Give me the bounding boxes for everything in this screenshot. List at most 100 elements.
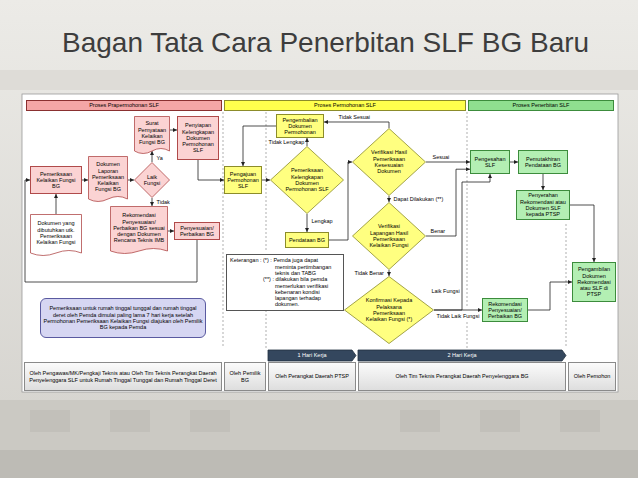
connector-arrow <box>198 160 224 180</box>
connector-arrow <box>543 174 544 190</box>
diamond-shape <box>353 203 426 270</box>
node-text: Penyesuaian/ Perbaikan BG <box>177 225 218 238</box>
text-block: Konfirmasi Kepada Pelaksana Pemeriksaan … <box>362 297 416 322</box>
page-title: Bagan Tata Cara Penerbitan SLF BG Baru <box>62 26 589 60</box>
node-text: Pemeriksaan Kelaikan Fungsi BG <box>33 171 80 190</box>
document-box: Rekomendasi Penyesuaian/ Perbaikan BG se… <box>110 206 168 256</box>
text-block: Oleh Pemohon <box>569 372 615 380</box>
text-block: Proses Permohonan SLF <box>225 101 465 109</box>
text-block: Verifikasi Hasil Pemeriksaan Kesesuaian … <box>367 149 411 174</box>
node-text: Penyiapan Kelengkapan Dokumen Permohonan… <box>180 122 217 154</box>
note-box: Keterangan :(*) : Pemda juga dapat memin… <box>226 254 344 311</box>
connector-arrow <box>262 180 270 181</box>
text-block: Rekomendasi Penyesuaian/ Perbaikan BG <box>483 300 527 321</box>
connector-arrow <box>307 138 308 146</box>
text-block: Pengesahan SLF <box>471 155 509 170</box>
node-text: Oleh Pengawas/MK/Pengkaji Teknis atau Ol… <box>27 370 220 383</box>
document-box: Surat Pernyataan Kelaikan Fungsi BG <box>134 116 170 156</box>
node-text: Verifikasi Lapangan Hasil Pemeriksaan Ke… <box>367 223 411 248</box>
node-text: Pengesahan SLF <box>473 156 508 169</box>
decision-diamond: Verifikasi Lapangan Hasil Pemeriksaan Ke… <box>352 202 426 270</box>
node-text: Oleh Pemohon <box>571 373 614 379</box>
node-text: Proses Permohonan SLF <box>227 102 464 108</box>
diamond-shape <box>345 277 434 344</box>
node-text: Proses Penerbitan SLF <box>471 102 612 108</box>
text-block: Pengambilan Dokumen Rekomendasi atau SLF… <box>573 265 615 299</box>
building-window <box>480 410 520 432</box>
node-text: Pengambilan Dokumen Rekomendasi atau SLF… <box>575 266 614 298</box>
process-box: Penyesuaian/ Perbaikan BG <box>174 222 220 240</box>
text-block: Keterangan :(*) : Pemda juga dapat memin… <box>227 255 343 310</box>
building-band <box>0 70 638 90</box>
decision-diamond: Laik Fungsi <box>134 162 170 198</box>
role-box: Oleh Pemilik BG <box>224 362 266 391</box>
role-box: Oleh Perangkat Daerah PTSP <box>268 362 356 391</box>
node-text: 1 Hari Kerja <box>270 352 355 358</box>
text-block: Oleh Pengawas/MK/Pengkaji Teknis atau Ol… <box>25 369 221 384</box>
duration-arrow: 1 Hari Kerja <box>268 350 356 361</box>
process-box: Pemeriksaan Kelaikan Fungsi BG <box>30 166 82 194</box>
decision-diamond: Konfirmasi Kepada Pelaksana Pemeriksaan … <box>344 276 434 344</box>
node-text: Oleh Pemilik BG <box>227 370 264 383</box>
text-block: 2 Hari Kerja <box>358 351 566 359</box>
node-text: (**) : dilakukan bila pemda memerlukan v… <box>263 276 340 308</box>
node-text: Oleh Tim Teknis Perangkat Daerah Penyele… <box>361 373 564 379</box>
text-block: Dokumen Laporan Pemeriksaan Kelaikan Fun… <box>88 160 128 194</box>
node-text: Rekomendasi Penyesuaian/ Perbaikan BG <box>485 301 526 320</box>
process-box: Pengesahan SLF <box>470 150 510 174</box>
text-block: Laik Fungsi <box>141 174 163 187</box>
node-text: Konfirmasi Kepada Pelaksana Pemeriksaan … <box>362 297 416 322</box>
node-text: Keterangan : <box>230 257 263 308</box>
node-text: Dokumen yang dibutuhkan utk. Pemeriksaan… <box>32 220 81 245</box>
connector-arrow <box>324 122 389 128</box>
column-divider <box>467 322 468 348</box>
document-box: Dokumen yang dibutuhkan utk. Pemeriksaan… <box>30 214 82 258</box>
text-block: Dokumen yang dibutuhkan utk. Pemeriksaan… <box>30 219 82 246</box>
text-block: Penyiapan Kelengkapan Dokumen Permohonan… <box>178 121 218 155</box>
text-block: Oleh Tim Teknis Perangkat Daerah Penyele… <box>359 372 565 380</box>
node-text: Pendataan BG <box>288 237 327 243</box>
text-block: Pendataan BG <box>286 236 328 244</box>
node-text: Rekomendasi Penyesuaian/ Perbaikan BG se… <box>112 212 167 244</box>
text-block: Proses Prapermohonan SLF <box>27 101 221 109</box>
connector-arrow <box>307 214 308 232</box>
text-block: Pemeriksaan Kelengkapan Dokumen Permohon… <box>285 167 329 192</box>
document-shape <box>89 157 128 202</box>
text-block: Penyesuaian/ Perbaikan BG <box>175 224 219 239</box>
edge-label: Tidak Benar <box>354 270 384 276</box>
building-base <box>0 400 638 478</box>
edge-label: Laik Fungsi <box>431 288 460 294</box>
column-divider <box>266 310 267 348</box>
text-block: 1 Hari Kerja <box>268 351 356 359</box>
connector-arrow <box>426 162 470 163</box>
connector-arrow <box>82 180 88 181</box>
connector-arrow <box>389 196 390 202</box>
node-text: Oleh Perangkat Daerah PTSP <box>271 373 354 379</box>
text-block: Pengembalian Dokumen Permohonan <box>277 116 323 137</box>
connector-arrow <box>128 180 134 181</box>
text-block: Penyerahan Rekomendasi atau Dokumen SLF … <box>517 191 569 218</box>
chart-panel <box>22 94 618 392</box>
building-window <box>190 410 230 432</box>
node-text: Verifikasi Hasil Pemeriksaan Kesesuaian … <box>367 149 411 174</box>
decision-diamond: Pemeriksaan Kelengkapan Dokumen Permohon… <box>270 146 344 214</box>
text-block: Proses Penerbitan SLF <box>469 101 613 109</box>
process-box: Pemutakhiran Pendataan BG <box>518 150 568 174</box>
process-box: Pengembalian Dokumen Permohonan <box>276 114 324 138</box>
node-text: Dokumen Laporan Pemeriksaan Kelaikan Fun… <box>90 161 127 193</box>
process-box: Pengambilan Dokumen Rekomendasi atau SLF… <box>572 262 616 302</box>
note-column: (*) : Pemda juga dapat meminta pertimban… <box>263 257 340 308</box>
connector-arrow <box>151 198 152 206</box>
edge-label: Tidak Sesuai <box>338 114 371 120</box>
edge-label: Lengkap <box>311 218 333 224</box>
column-divider <box>467 112 468 306</box>
connector-arrow <box>56 194 57 214</box>
document-box: Dokumen Laporan Pemeriksaan Kelaikan Fun… <box>88 156 128 204</box>
note-box: Pemeriksaan untuk rumah tinggal tunggal … <box>40 298 206 338</box>
connector-arrow <box>570 205 594 262</box>
arrow-band-shape <box>358 350 566 361</box>
node-text: (*) : Pemda juga dapat meminta pertimban… <box>263 257 340 276</box>
diamond-shape <box>271 147 344 214</box>
text-block: Pemeriksaan untuk rumah tinggal tunggal … <box>41 304 205 331</box>
